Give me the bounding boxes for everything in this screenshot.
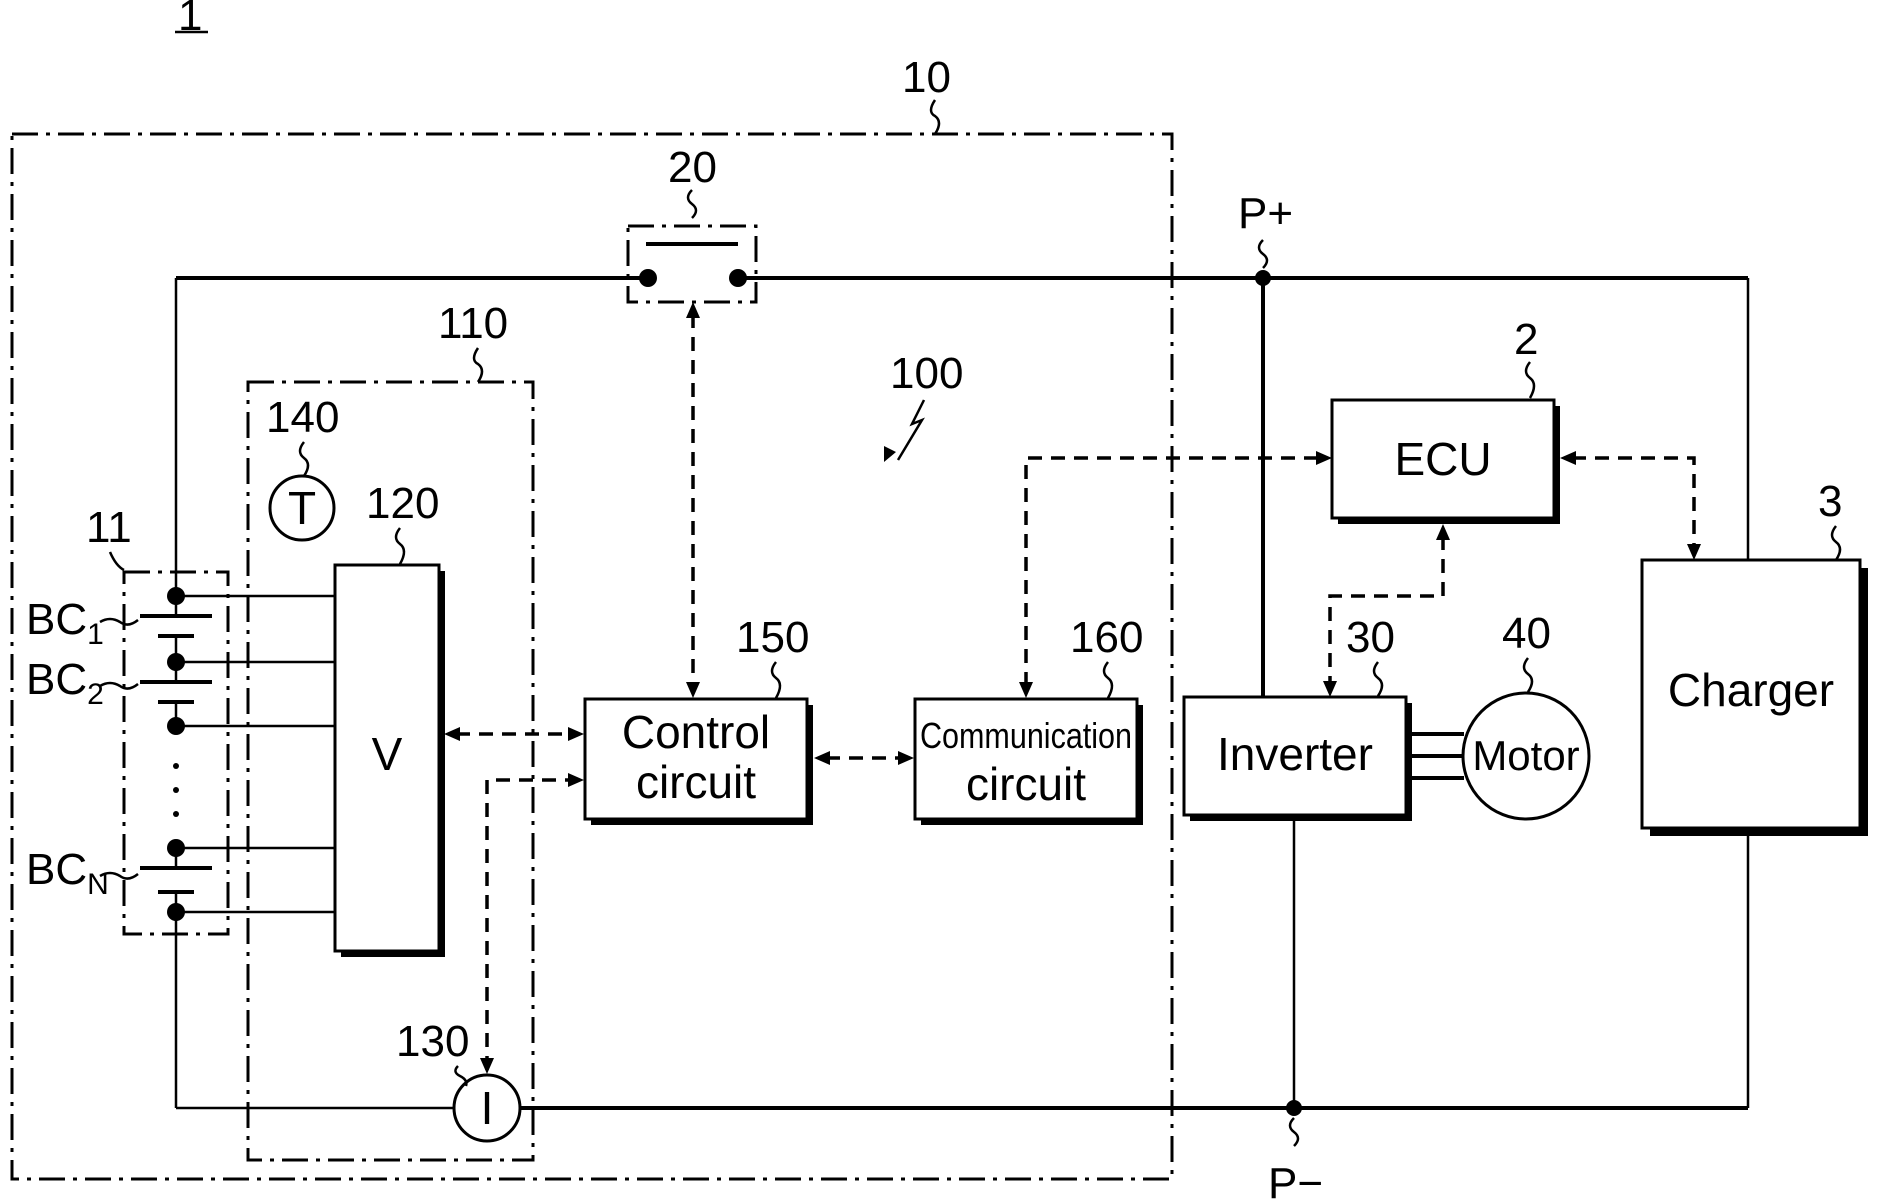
cell-ellipsis-dot-1: [173, 763, 179, 769]
switch-contact-left: [639, 269, 657, 287]
lead-bc1: [100, 619, 138, 625]
ref-apparatus: 100: [890, 349, 963, 398]
figure-id: 1: [178, 0, 202, 40]
ref-sensing-unit: 110: [438, 299, 508, 348]
arrow-right-control-1: [568, 727, 584, 741]
lead-motor: [1524, 658, 1532, 692]
current-sensor-symbol: I: [481, 1082, 494, 1134]
control-circuit-label-2: circuit: [636, 756, 756, 808]
ref-current-sensor: 130: [396, 1017, 469, 1066]
motor-label: Motor: [1472, 732, 1579, 779]
voltage-sensor-label: V: [372, 728, 403, 780]
terminal-neg-label: P−: [1268, 1159, 1323, 1204]
signal-ecu-charger: [1572, 458, 1694, 548]
switch-outline: [628, 226, 756, 302]
lead-communication-circuit: [1104, 662, 1112, 698]
arrow-down-communication: [1019, 682, 1033, 698]
communication-circuit-label-1: Communication: [920, 715, 1132, 756]
arrow-right-communication: [898, 751, 914, 765]
node-neg-terminal: [1286, 1100, 1302, 1116]
lead-apparatus: [898, 400, 924, 460]
cell-label-bcn: BCN: [26, 845, 109, 901]
ref-temperature-sensor: 140: [266, 393, 339, 442]
signal-current-control: [487, 780, 572, 1070]
ref-motor: 40: [1502, 609, 1551, 658]
charger-label: Charger: [1668, 664, 1834, 716]
ref-communication-circuit: 160: [1070, 613, 1143, 662]
control-circuit-label-1: Control: [622, 706, 770, 758]
ref-control-circuit: 150: [736, 613, 809, 662]
battery-pack-outline: [12, 134, 1172, 1179]
arrow-down-charger: [1687, 544, 1701, 560]
lead-switch: [688, 190, 696, 218]
lead-neg-terminal: [1290, 1118, 1298, 1146]
node-pos-terminal: [1255, 270, 1271, 286]
lead-sensing-unit: [474, 348, 482, 382]
ref-charger: 3: [1818, 477, 1842, 526]
lead-inverter: [1374, 662, 1382, 696]
arrow-left-ecu: [1560, 451, 1576, 465]
arrow-up-ecu: [1436, 524, 1450, 540]
arrow-left-control: [814, 751, 830, 765]
lead-voltage-sensor: [396, 528, 404, 564]
ref-ecu: 2: [1514, 315, 1538, 364]
lead-control-circuit: [772, 662, 780, 698]
ref-cells: 11: [86, 503, 132, 552]
cells-outline: [124, 572, 228, 934]
cell-ellipsis-dot-3: [173, 811, 179, 817]
lead-ecu: [1526, 362, 1534, 398]
arrow-down-inverter: [1323, 681, 1337, 697]
lead-apparatus-arrowhead: [884, 446, 896, 462]
inverter-label: Inverter: [1217, 728, 1373, 780]
arrow-left-voltage: [444, 727, 460, 741]
arrow-up-switch: [686, 302, 700, 318]
arrow-down-control: [686, 682, 700, 698]
switch-contact-right: [729, 269, 747, 287]
cell-ellipsis-dot-2: [173, 787, 179, 793]
ref-voltage-sensor: 120: [366, 479, 439, 528]
lead-bc2: [100, 683, 138, 689]
ref-inverter: 30: [1346, 613, 1395, 662]
lead-pos-terminal: [1259, 240, 1267, 268]
ref-battery-pack: 10: [902, 53, 951, 102]
terminal-pos-label: P+: [1238, 189, 1293, 238]
lead-temperature-sensor: [300, 442, 308, 476]
arrow-right-control-2: [568, 773, 584, 787]
cell-label-bc1: BC1: [26, 595, 104, 651]
ref-switch: 20: [668, 143, 717, 192]
cell-label-bc2: BC2: [26, 655, 104, 711]
temperature-sensor-symbol: T: [288, 482, 316, 534]
signal-ecu-inverter: [1330, 536, 1443, 686]
arrow-right-ecu: [1316, 451, 1332, 465]
communication-circuit-label-2: circuit: [966, 758, 1086, 810]
ecu-label: ECU: [1394, 433, 1491, 485]
lead-battery-pack: [931, 100, 939, 134]
lead-cells: [110, 552, 124, 570]
lead-charger: [1832, 526, 1840, 560]
arrow-down-current: [480, 1058, 494, 1074]
